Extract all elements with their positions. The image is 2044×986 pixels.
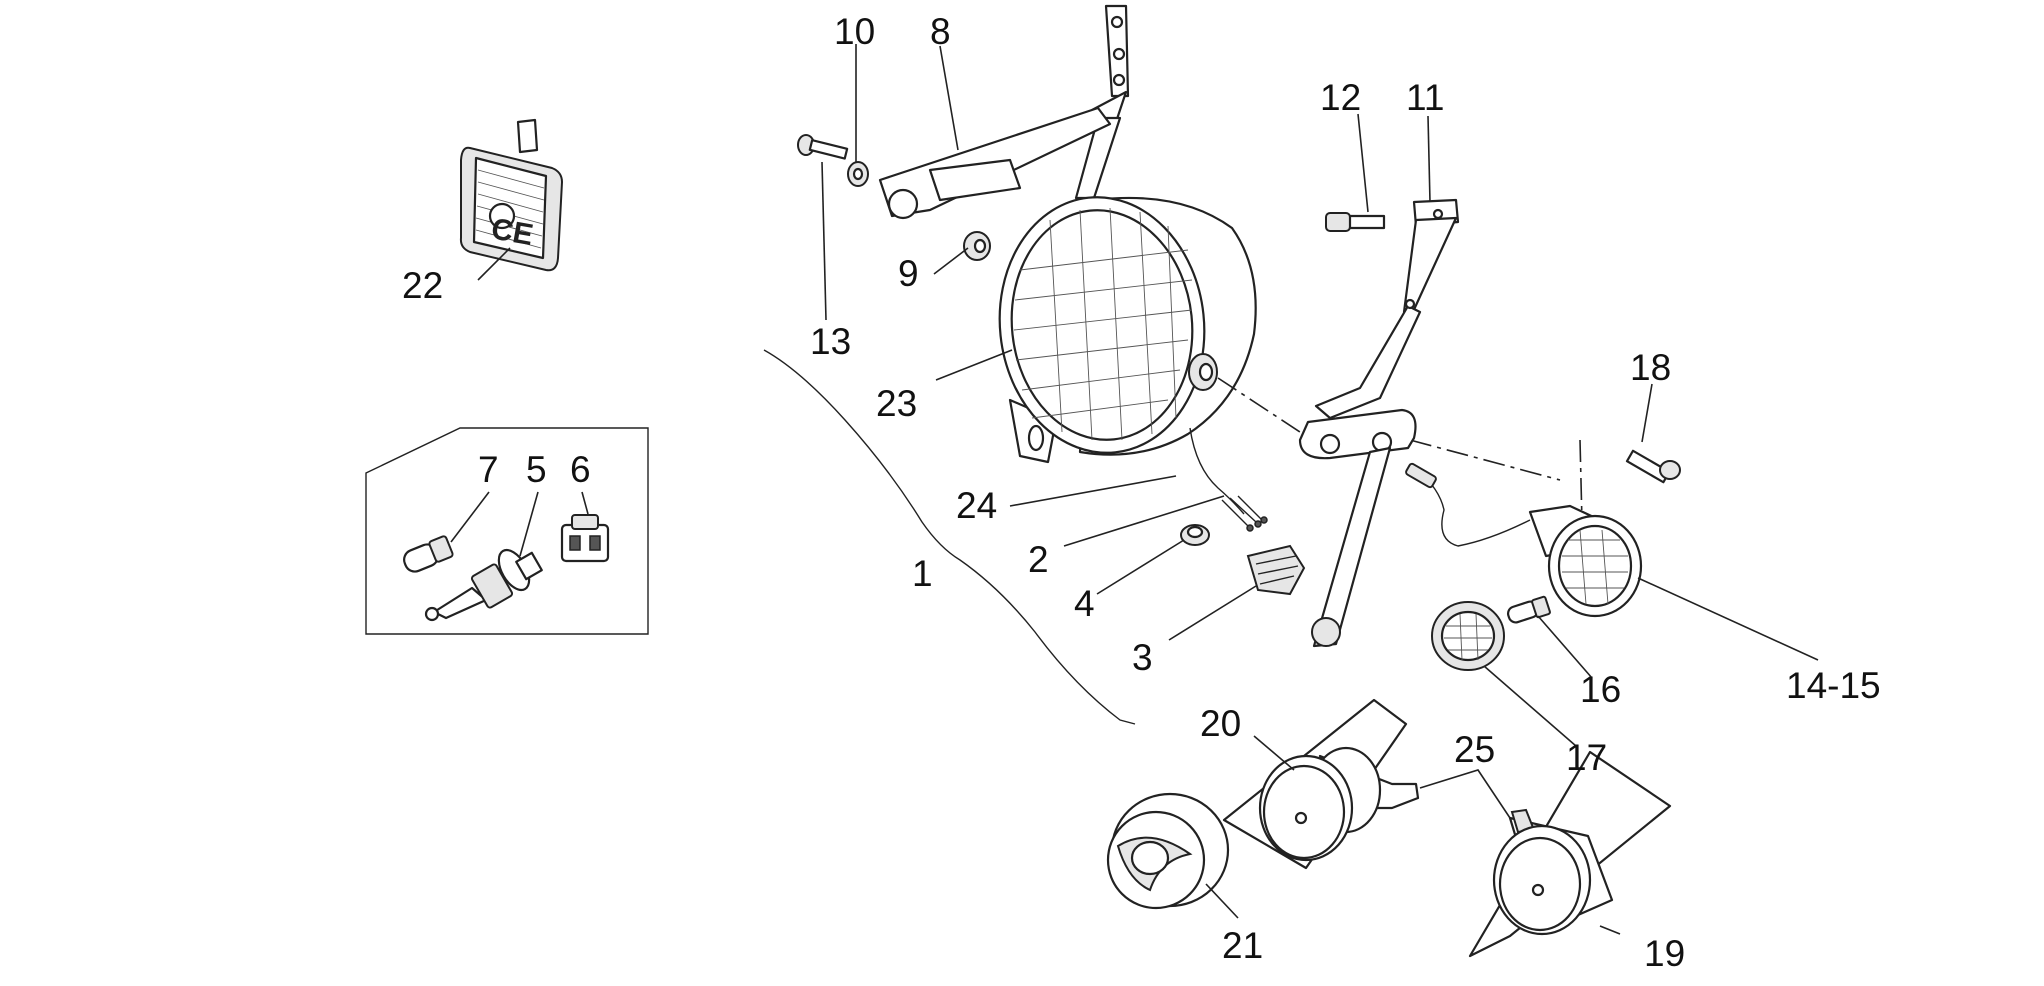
callout-10: 10 bbox=[834, 11, 875, 52]
part-23-headlight bbox=[998, 196, 1257, 464]
part-17-signal-lens bbox=[1431, 601, 1505, 671]
part-6-bulb-socket bbox=[560, 514, 610, 563]
callout-7: 7 bbox=[478, 449, 499, 490]
callout-5: 5 bbox=[526, 449, 547, 490]
callout-24: 24 bbox=[956, 485, 997, 526]
callout-8: 8 bbox=[930, 11, 951, 52]
part-1-body-edge bbox=[763, 349, 1136, 725]
callout-23: 23 bbox=[876, 383, 917, 424]
callout-19: 19 bbox=[1644, 933, 1685, 974]
part-8-left-bracket bbox=[878, 4, 1130, 220]
callout-20: 20 bbox=[1200, 703, 1241, 744]
callout-1: 1 bbox=[912, 553, 933, 594]
callout-9: 9 bbox=[898, 253, 919, 294]
part-20-horn bbox=[1222, 698, 1420, 870]
axis-line-headlight bbox=[1217, 377, 1301, 433]
callout-22: 22 bbox=[402, 265, 443, 306]
plate-22-marking: CE bbox=[489, 212, 536, 252]
callout-6: 6 bbox=[570, 449, 591, 490]
part-16-signal-bulb bbox=[1506, 595, 1551, 624]
leader-lines bbox=[450, 44, 1819, 935]
callout-13: 13 bbox=[810, 321, 851, 362]
axis-line-bolt-18 bbox=[1579, 439, 1583, 523]
part-10-washer bbox=[847, 161, 869, 187]
callout-3: 3 bbox=[1132, 637, 1153, 678]
callout-25: 25 bbox=[1454, 729, 1495, 770]
part-21-horn-grille bbox=[1106, 792, 1230, 910]
part-5-halogen-bulb bbox=[424, 548, 543, 622]
part-9-nut bbox=[963, 231, 991, 261]
part-2-connector-wires bbox=[1221, 495, 1268, 532]
part-18-bolt bbox=[1625, 449, 1681, 484]
callout-12: 12 bbox=[1320, 77, 1361, 118]
callout-18: 18 bbox=[1630, 347, 1671, 388]
part-14-15-turn-signal bbox=[1405, 462, 1643, 618]
callouts: 10 8 12 11 22 9 13 18 23 7 5 6 24 2 1 4 … bbox=[402, 11, 1881, 974]
part-11-right-bracket bbox=[1298, 198, 1460, 648]
part-24-wire bbox=[1189, 427, 1245, 515]
part-3-connector bbox=[1246, 544, 1306, 596]
bulb-inset-box bbox=[365, 427, 649, 635]
callout-2: 2 bbox=[1028, 539, 1049, 580]
callout-21: 21 bbox=[1222, 925, 1263, 966]
callout-11: 11 bbox=[1406, 77, 1444, 118]
part-13-bolt bbox=[797, 134, 849, 160]
part-19-horn bbox=[1468, 750, 1672, 958]
callout-4: 4 bbox=[1074, 583, 1095, 624]
part-7-small-bulb bbox=[403, 535, 454, 573]
axis-line-signal bbox=[1409, 439, 1561, 481]
part-4-grommet bbox=[1180, 524, 1210, 546]
part-22-plate: CE bbox=[459, 118, 564, 272]
callout-14-15: 14-15 bbox=[1786, 665, 1881, 706]
callout-16: 16 bbox=[1580, 669, 1621, 710]
part-12-bolt bbox=[1325, 212, 1386, 232]
callout-17: 17 bbox=[1566, 737, 1607, 778]
